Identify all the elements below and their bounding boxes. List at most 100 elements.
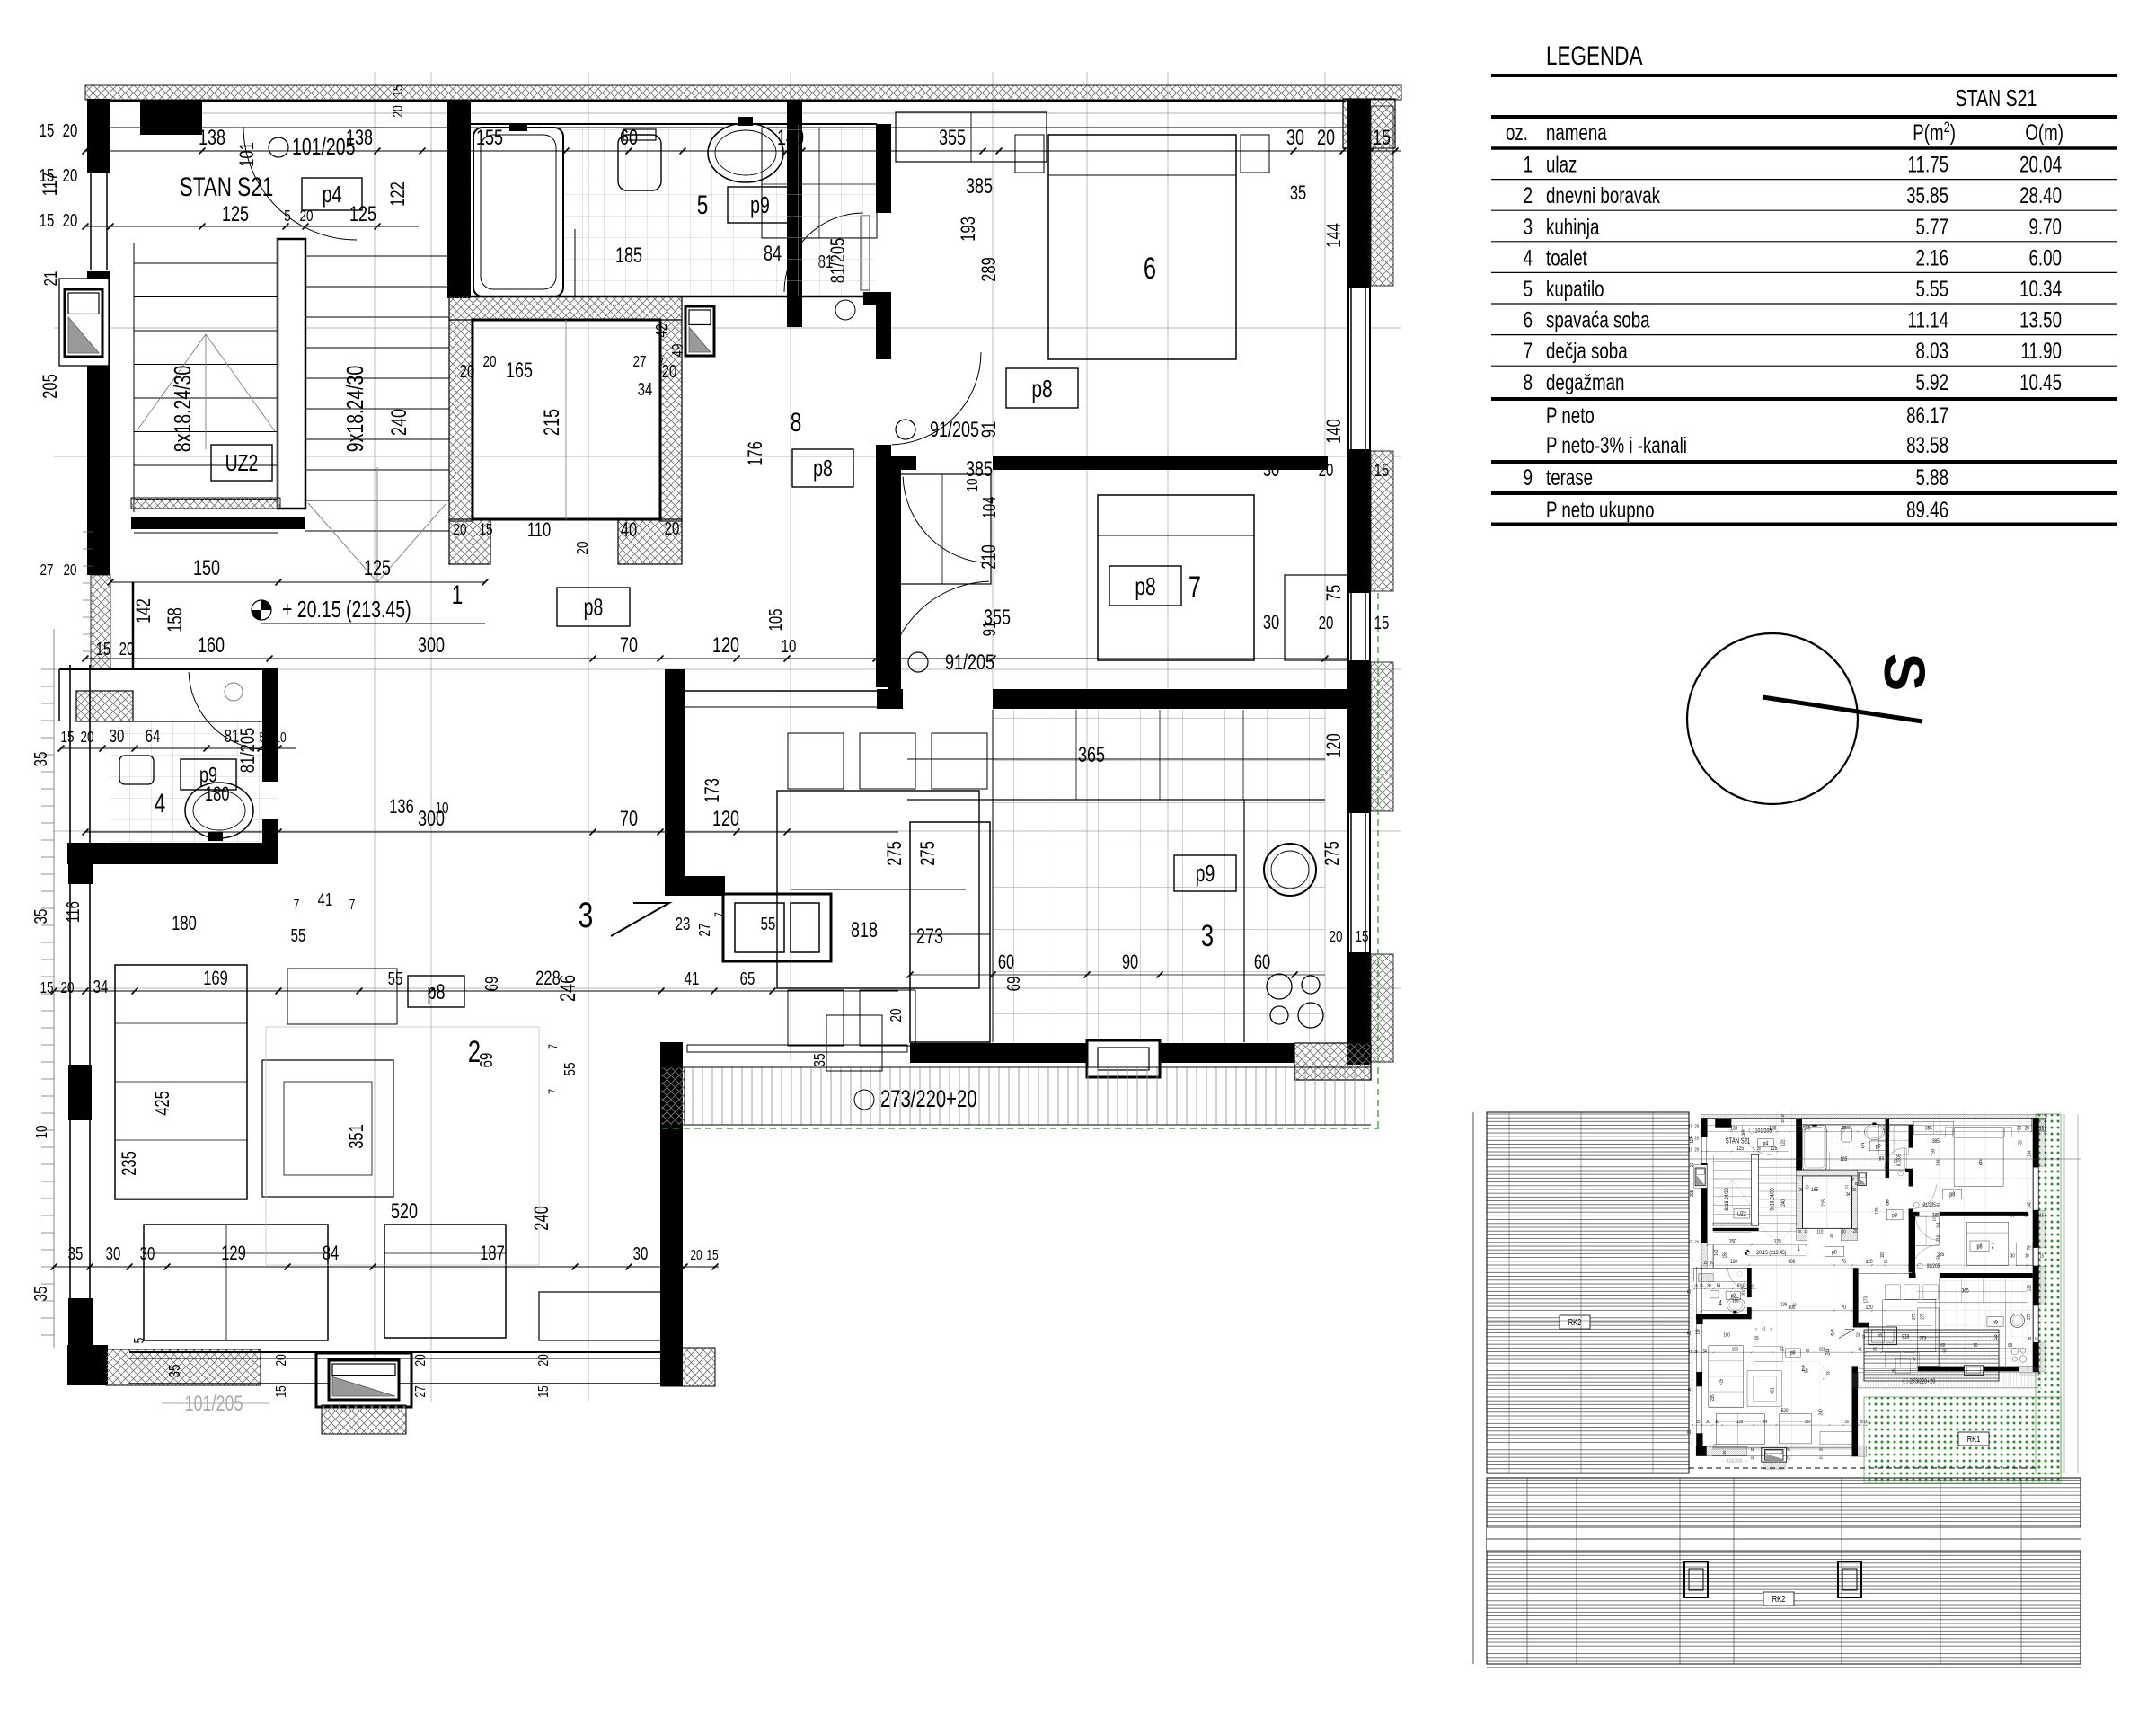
svg-text:p9: p9 [1196,860,1215,886]
svg-text:60: 60 [1254,951,1271,974]
svg-text:129: 129 [221,1243,246,1265]
svg-text:15: 15 [60,729,74,746]
svg-text:15: 15 [96,639,111,659]
svg-text:15: 15 [1374,460,1390,481]
svg-text:11.14: 11.14 [1907,307,1948,332]
svg-text:10: 10 [274,729,286,745]
svg-text:10: 10 [435,800,448,817]
svg-text:65: 65 [740,969,755,989]
svg-text:20: 20 [453,521,466,538]
svg-text:144: 144 [1323,223,1346,248]
svg-text:STAN S21: STAN S21 [180,172,274,202]
svg-text:10: 10 [782,636,797,657]
svg-text:15: 15 [40,165,55,186]
svg-text:p8: p8 [584,594,604,620]
svg-text:2.16: 2.16 [1916,245,1948,270]
svg-text:15: 15 [40,979,53,996]
svg-text:P neto: P neto [1546,402,1595,428]
svg-text:5.55: 5.55 [1916,276,1948,301]
svg-text:110: 110 [527,519,551,542]
svg-text:173: 173 [702,778,724,803]
svg-text:125: 125 [222,203,249,226]
svg-text:35: 35 [31,1287,51,1302]
svg-text:20: 20 [411,1354,428,1366]
svg-text:20: 20 [119,639,135,659]
svg-text:91: 91 [978,421,1001,438]
svg-text:215: 215 [541,409,564,436]
svg-text:228: 228 [535,968,561,990]
svg-text:158: 158 [164,607,187,632]
svg-text:9: 9 [1524,464,1533,490]
svg-text:10.34: 10.34 [2019,276,2062,301]
svg-text:27: 27 [411,1385,428,1397]
svg-text:205: 205 [40,374,62,399]
svg-text:140: 140 [1323,419,1346,444]
svg-text:351: 351 [346,1124,368,1149]
svg-text:60: 60 [620,127,638,150]
svg-text:120: 120 [1323,733,1346,758]
svg-text:289: 289 [978,257,1001,282]
svg-text:122: 122 [387,181,410,207]
svg-text:35: 35 [31,752,51,767]
svg-text:LEGENDA: LEGENDA [1546,40,1643,71]
svg-text:187: 187 [480,1243,505,1265]
svg-text:165: 165 [506,359,533,383]
svg-text:176: 176 [745,441,767,466]
svg-text:116: 116 [63,901,84,923]
svg-text:27: 27 [40,562,53,579]
svg-text:7: 7 [349,896,356,912]
svg-text:90: 90 [1122,951,1139,974]
svg-text:3: 3 [1201,920,1214,953]
svg-text:49: 49 [669,343,686,357]
svg-text:35: 35 [1290,182,1306,205]
svg-text:STAN S21: STAN S21 [1956,84,2037,111]
svg-text:138: 138 [199,127,225,150]
svg-text:20: 20 [63,165,78,186]
svg-text:818: 818 [851,919,878,942]
svg-text:64: 64 [146,726,161,747]
svg-text:degažman: degažman [1546,369,1624,394]
svg-text:7: 7 [294,896,300,912]
svg-text:11.75: 11.75 [1907,152,1948,177]
svg-text:namena: namena [1546,119,1607,145]
svg-text:81/205: 81/205 [237,728,260,773]
svg-text:30: 30 [1263,459,1280,482]
svg-text:30: 30 [665,1243,680,1264]
svg-text:23: 23 [676,914,691,934]
svg-text:35: 35 [68,1243,84,1264]
svg-text:7: 7 [658,356,664,370]
svg-text:20: 20 [80,729,93,746]
svg-text:oz.: oz. [1506,119,1528,145]
svg-text:P neto-3% i -kanali: P neto-3% i -kanali [1546,432,1687,457]
svg-text:385: 385 [966,175,993,199]
svg-text:S: S [1872,653,1937,692]
svg-text:20: 20 [389,105,405,117]
svg-text:55: 55 [291,925,306,946]
svg-text:6.00: 6.00 [2029,245,2062,270]
svg-text:69: 69 [1003,977,1024,992]
svg-text:3: 3 [1524,214,1533,239]
svg-text:30: 30 [1286,127,1304,150]
svg-text:365: 365 [1078,744,1105,767]
svg-text:169: 169 [203,968,228,990]
svg-text:20: 20 [60,979,74,996]
svg-text:235: 235 [119,1151,141,1176]
svg-text:7: 7 [1524,339,1533,364]
svg-text:3: 3 [579,896,594,935]
svg-text:91/205: 91/205 [945,651,994,675]
svg-text:20: 20 [63,562,76,579]
svg-text:RK2: RK2 [1568,1317,1582,1327]
svg-text:15: 15 [40,210,55,231]
svg-text:5: 5 [697,190,709,220]
svg-text:5.92: 5.92 [1916,369,1948,394]
svg-text:7: 7 [546,1089,561,1094]
svg-text:70: 70 [620,808,638,831]
svg-text:91/205: 91/205 [930,419,979,442]
svg-text:155: 155 [476,127,503,150]
svg-text:385: 385 [966,458,993,482]
svg-text:185: 185 [615,244,642,268]
svg-text:spavaća soba: spavaća soba [1546,307,1650,332]
svg-text:kupatilo: kupatilo [1546,276,1604,301]
svg-text:10: 10 [964,478,981,491]
svg-text:275: 275 [917,841,940,866]
